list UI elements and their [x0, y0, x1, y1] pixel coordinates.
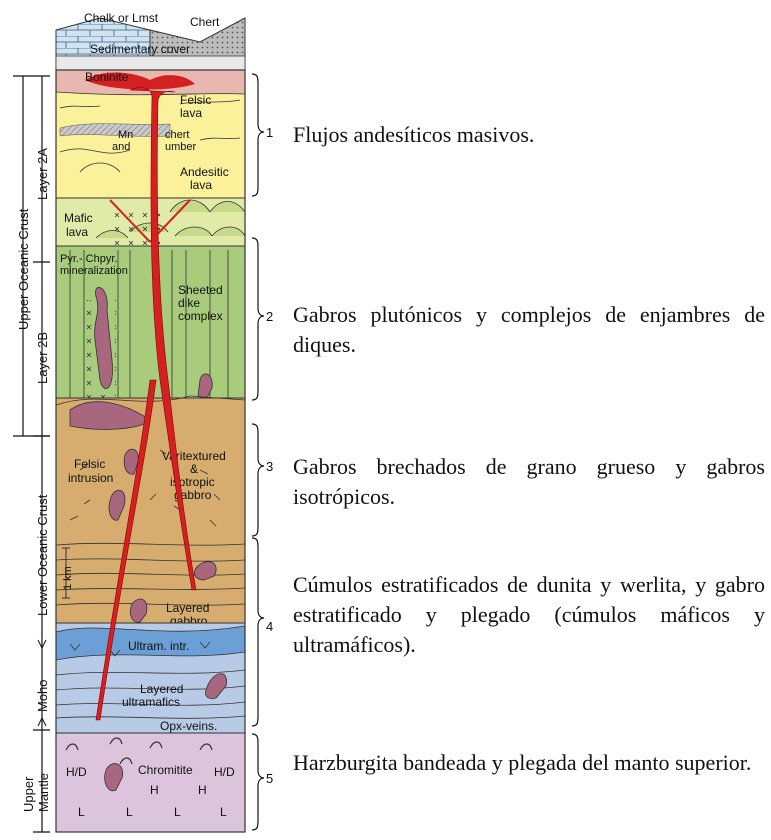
- label-boninite: Boninite: [85, 70, 129, 84]
- label-ampersand: &: [190, 462, 198, 476]
- label-layered-gabbro: Layered: [166, 601, 209, 615]
- label-felsic-lava-2: lava: [180, 106, 202, 120]
- label-layer-2b: Layer 2B: [35, 332, 50, 384]
- label-hd-right: H/D: [214, 765, 235, 779]
- label-chert-umber: chert: [165, 129, 189, 141]
- label-lower-oceanic-crust: Lower Oceanic Crust: [35, 494, 50, 616]
- description-unit-3: Gabros brechados de grano grueso y gabro…: [293, 452, 765, 512]
- label-felsic-lava: Felsic: [180, 93, 211, 107]
- sheeted-dike-layer: Pyr.- Chpyr. mineralization Sheeted dike…: [56, 246, 245, 400]
- description-unit-5: Harzburgita bandeada y plegada del manto…: [293, 748, 765, 778]
- ultramafic-layer: Ultram. intr. Layered ultramafics Opx-ve…: [56, 623, 245, 733]
- label-chalk: Chalk or Lmst: [84, 11, 159, 25]
- label-mafic-lava: Mafic: [64, 211, 93, 225]
- label-l-2: L: [126, 805, 133, 819]
- label-l-1: L: [78, 805, 85, 819]
- label-mafic-lava-2: lava: [66, 225, 88, 239]
- label-upper-oceanic-crust: Upper Oceanic Crust: [16, 208, 31, 330]
- lava-layer: Boninite Felsic lava Mn and chert umber …: [56, 70, 245, 198]
- unit-brackets: 1 2 3 4 5: [252, 74, 273, 830]
- label-mn-and: and: [112, 141, 130, 153]
- label-chert: Chert: [190, 15, 220, 29]
- label-l-3: L: [174, 805, 181, 819]
- label-layer-2a: Layer 2A: [35, 148, 50, 200]
- label-ultram-intr: Ultram. intr.: [128, 639, 189, 653]
- label-chromitite: Chromitite: [138, 763, 193, 777]
- gabbro-layer: Felsic intrusion Varitextured & isotropi…: [56, 396, 245, 628]
- unit-number-2: 2: [266, 309, 273, 324]
- label-ultramafics: ultramafics: [122, 695, 180, 709]
- label-moho: Moho: [35, 679, 50, 712]
- unit-number-5: 5: [266, 771, 273, 786]
- label-h-1: H: [150, 783, 159, 797]
- label-layered-ultramafics: Layered: [140, 682, 183, 696]
- description-unit-4: Cúmulos estratificados de dunita y werli…: [293, 570, 765, 660]
- label-pyr-chpyr: Pyr.- Chpyr.: [60, 253, 117, 265]
- description-unit-1: Flujos andesíticos masivos.: [293, 120, 753, 150]
- unit-number-1: 1: [266, 125, 273, 140]
- label-complex: complex: [178, 309, 223, 323]
- label-upper-mantle-2: Mantle: [36, 773, 51, 812]
- label-intrusion: intrusion: [68, 471, 113, 485]
- label-scale-1km: 1 km: [62, 566, 74, 590]
- sedimentary-cover-layer: Chalk or Lmst Chert Sedimentary cover: [56, 11, 245, 70]
- label-hd-left: H/D: [66, 765, 87, 779]
- label-chert-umber-2: umber: [165, 141, 197, 153]
- side-scale: Upper Oceanic Crust Layer 2A Layer 2B Lo…: [13, 76, 51, 832]
- description-unit-2: Gabros plutónicos y complejos de enjambr…: [293, 300, 765, 360]
- label-dike: dike: [178, 296, 200, 310]
- mantle-layer: Chromitite H/D H/D H H L L L L: [56, 733, 245, 832]
- label-andesitic-lava: Andesitic: [180, 165, 229, 179]
- label-andesitic-lava-2: lava: [190, 178, 212, 192]
- label-mineralization: mineralization: [60, 265, 128, 277]
- unit-number-3: 3: [266, 459, 273, 474]
- label-sedimentary-cover: Sedimentary cover: [90, 42, 190, 56]
- unit-number-4: 4: [266, 619, 273, 634]
- label-sheeted: Sheeted: [178, 283, 223, 297]
- label-upper-mantle-1: Upper: [21, 776, 36, 812]
- label-h-2: H: [198, 783, 207, 797]
- label-mn: Mn: [118, 129, 133, 141]
- label-opx-veins: Opx-veins.: [160, 719, 217, 733]
- label-felsic-intrusion: Felsic: [74, 457, 105, 471]
- label-l-4: L: [220, 805, 227, 819]
